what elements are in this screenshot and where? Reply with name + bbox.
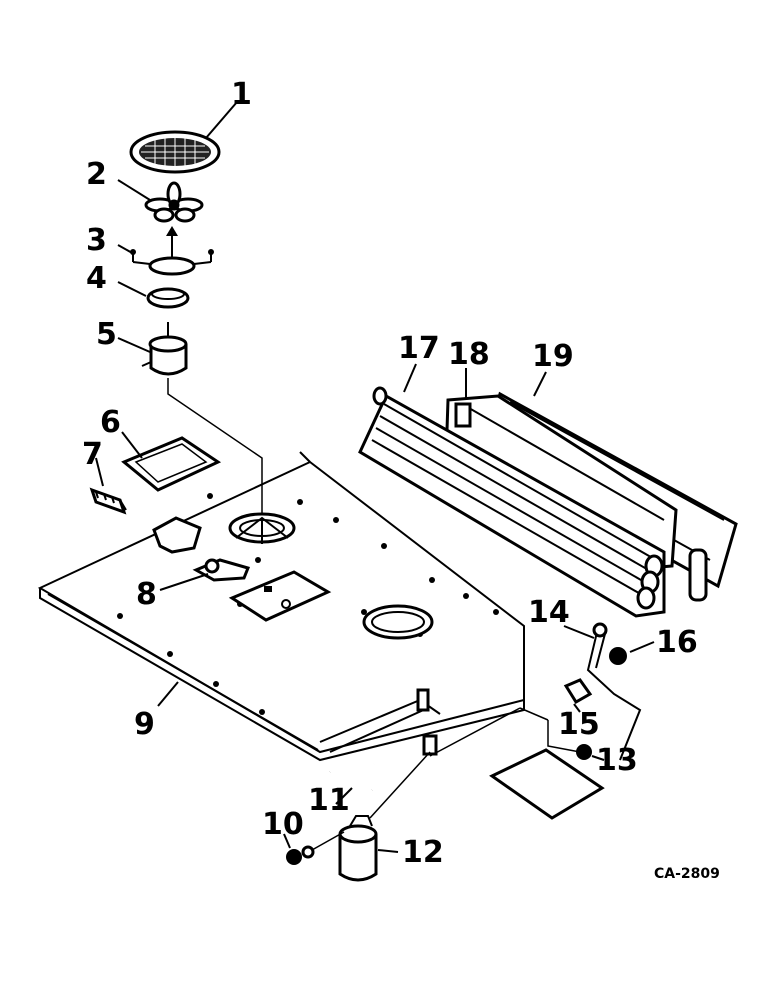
drawing-code: CA-2809	[654, 866, 720, 882]
callout-8: 8	[136, 577, 157, 612]
part-10-fitting	[286, 845, 315, 865]
callout-12: 12	[402, 835, 444, 870]
callout-2: 2	[86, 157, 107, 192]
part-6-cover-plate	[121, 436, 222, 492]
callout-16: 16	[656, 625, 698, 660]
callout-13: 13	[596, 743, 638, 778]
callout-6: 6	[100, 405, 121, 440]
part-5-motor	[141, 322, 188, 376]
callout-18: 18	[448, 337, 490, 372]
part-17-evaporator-coil	[358, 386, 666, 618]
part-7-switch	[89, 487, 127, 515]
callout-5: 5	[96, 317, 117, 352]
part-12-receiver-drier	[338, 815, 378, 882]
part-1-grille	[129, 130, 221, 174]
callout-19: 19	[532, 339, 574, 374]
callout-labels: 1 2 3 4 5 6 7 8 9 10 11 12 13 14 15 16 1…	[82, 77, 698, 870]
part-13-fitting	[576, 744, 592, 760]
part-8-bracket	[192, 558, 251, 582]
part-13-pad	[489, 748, 605, 820]
callout-14: 14	[528, 595, 570, 630]
callout-10: 10	[262, 807, 304, 842]
callout-9: 9	[134, 707, 155, 742]
part-2-fan-blade	[144, 181, 204, 223]
callout-4: 4	[86, 261, 107, 296]
callout-3: 3	[86, 223, 107, 258]
callout-7: 7	[82, 437, 103, 472]
part-16-fitting	[609, 647, 627, 665]
callout-1: 1	[231, 77, 252, 112]
callout-15: 15	[558, 707, 600, 742]
part-9-base-pan	[37, 451, 525, 762]
part-4-ring	[146, 287, 190, 309]
part-11-u-tube	[329, 758, 382, 791]
part-15-clamp	[563, 678, 593, 705]
part-14-tube	[586, 622, 642, 761]
part-3-motor-bracket	[130, 226, 214, 276]
callout-11: 11	[308, 783, 350, 818]
callout-17: 17	[398, 331, 440, 366]
